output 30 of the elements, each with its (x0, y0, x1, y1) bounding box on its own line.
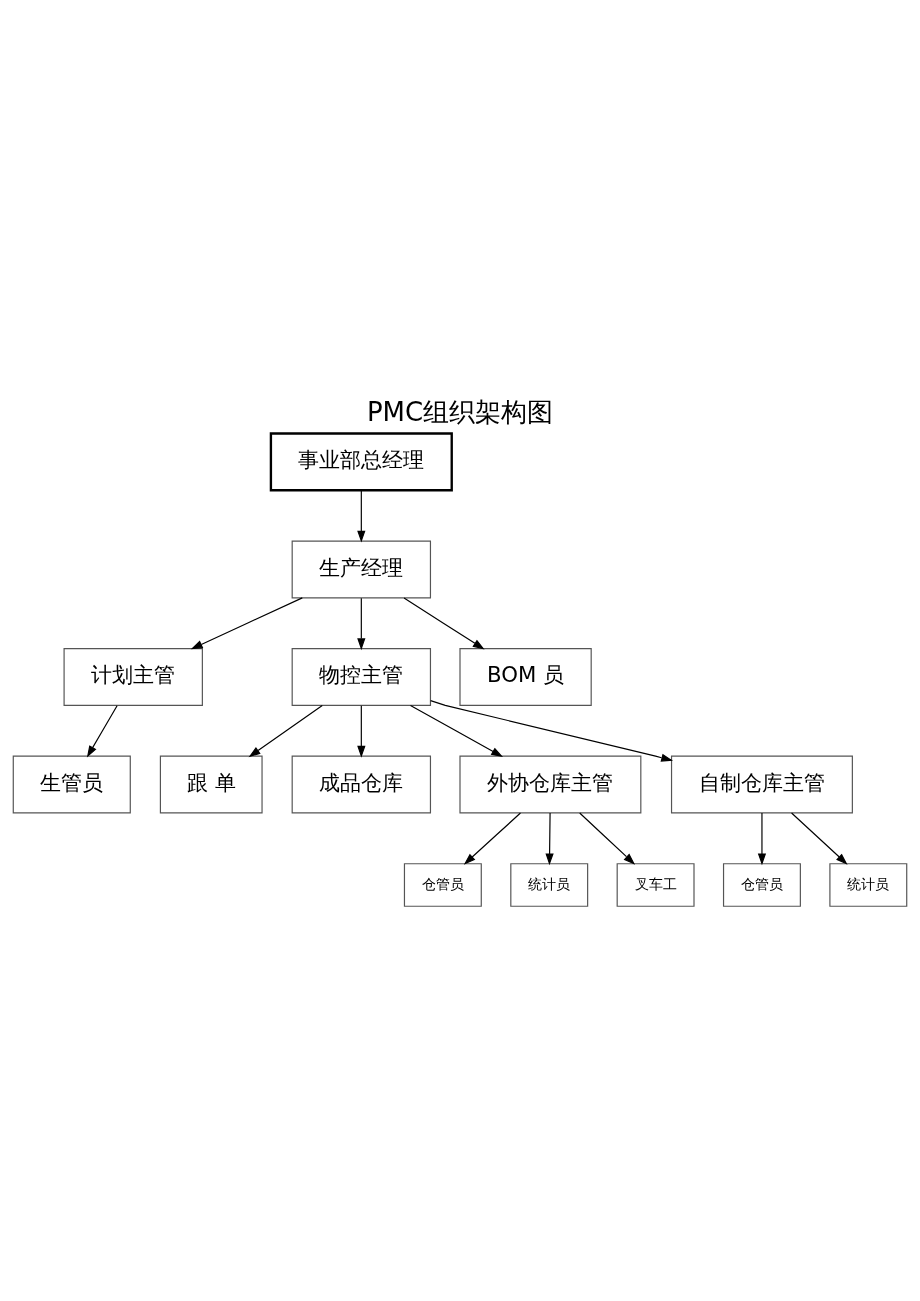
node-box: 成品仓库 (291, 755, 432, 813)
node-box: 物控主管 (291, 647, 432, 706)
arrow (409, 704, 504, 757)
arrow (403, 596, 485, 650)
node-box: 生产经理 (291, 540, 432, 598)
arrow (248, 704, 323, 757)
arrow (357, 597, 366, 650)
node-box: 统计员 (829, 862, 908, 907)
arrow (430, 699, 674, 762)
node-box: 自制仓库主管 (670, 755, 853, 813)
node-box: 计划主管 (63, 647, 203, 706)
node-box: 叉车工 (616, 862, 695, 907)
node-box: 仓管员 (722, 862, 801, 907)
arrow (545, 811, 554, 865)
node-box: 外协仓库主管 (459, 755, 642, 813)
node-box: 统计员 (510, 862, 589, 907)
arrow (190, 596, 303, 649)
arrow (357, 489, 366, 543)
diagram-title: PMC组织架构图 (366, 396, 554, 427)
node-box: 事业部总经理 (269, 431, 453, 491)
arrow (463, 811, 522, 865)
arrow (357, 704, 366, 758)
arrow (86, 704, 118, 757)
node-box: 跟 单 (159, 755, 263, 813)
arrow (791, 811, 848, 865)
arrow (757, 811, 767, 865)
arrow (579, 811, 636, 865)
node-box: 生管员 (12, 755, 131, 813)
node-box: BOM 员 (459, 647, 592, 706)
node-box: 仓管员 (403, 862, 482, 907)
